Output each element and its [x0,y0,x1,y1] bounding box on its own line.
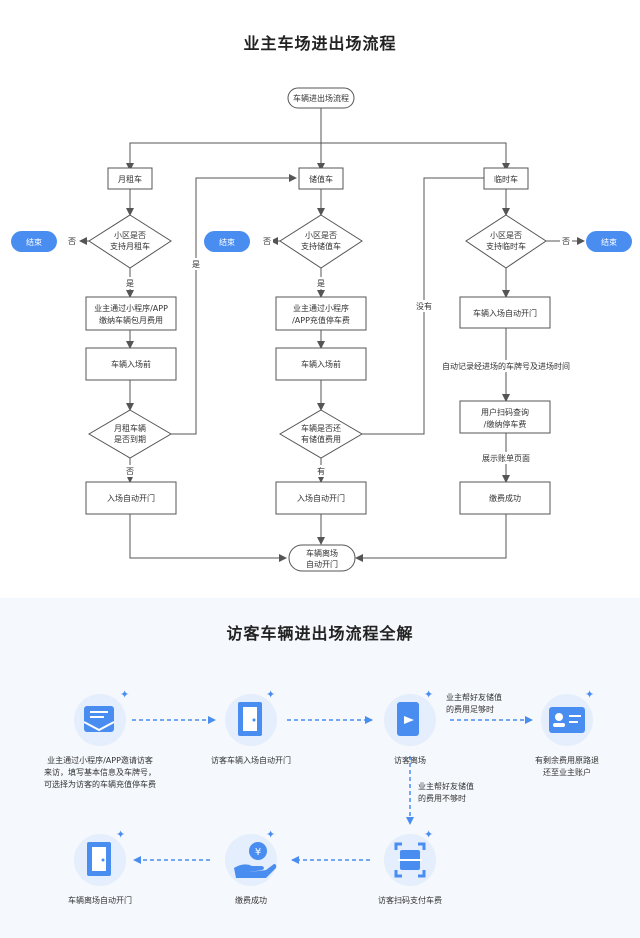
monthly-support-diamond [88,214,172,269]
temp-open-box [459,296,551,329]
monthly-pay-line1: 业主通过小程序/APP [94,303,168,313]
temp-scan-box [459,400,551,434]
exit-line2: 自动开门 [306,559,338,569]
stored-no-label: 否 [263,237,271,246]
monthly-type-box [107,167,153,190]
stored-end-label: 结束 [219,237,235,247]
svg-text:✦: ✦ [266,688,275,701]
temp-scan-line1: 用户扫码查询 [481,407,529,417]
temp-type-label: 临时车 [494,174,518,184]
temp-record-label: 自动记录经进场的车牌号及进场时间 [442,361,570,371]
stored-open-box [275,481,367,515]
visitor-flow-section: 访客车辆进出场流程全解 ✦ [0,598,640,938]
temp-no-label: 否 [562,237,570,246]
svg-text:¥: ¥ [255,847,261,858]
monthly-expire-diamond [88,409,172,459]
svg-text:✦: ✦ [424,828,433,841]
phone-exit-icon: ✦ [384,688,436,746]
temp-scan-line2: /缴纳停车费 [484,419,527,429]
stored-support-diamond [279,214,363,269]
owner-flowchart: 否 是 是 否 否 是 没有 有 否 自动记录经进场的车牌号及进场时间 展示账单… [11,87,632,572]
monthly-end-label: 结束 [26,237,42,247]
monthly-enter-box [85,347,177,381]
door-exit-icon: ✦ [74,828,126,886]
monthly-expire-q2: 是否到期 [114,435,146,444]
enter-label: 访客车辆入场自动开门 [211,756,291,765]
stored-balance-yes-label: 有 [317,466,325,476]
monthly-pay-line2: 缴纳车辆包月费用 [99,315,163,325]
svg-text:✦: ✦ [120,688,129,701]
stored-enter-label: 车辆入场前 [301,359,341,369]
scan-icon: ✦ [384,828,436,886]
stored-enter-box [275,347,367,381]
owner-flow-title: 业主车场进出场流程 [243,34,397,53]
stored-support-q2: 支持储值车 [301,241,341,251]
temp-end-label: 结束 [601,237,617,247]
stored-balance-diamond [279,409,363,459]
stored-yes-label: 是 [317,279,325,288]
temp-support-q1: 小区是否 [490,231,522,240]
monthly-expire-q1: 月租车辆 [114,423,146,433]
visitor-flowchart: ✦ ✦ ✦ ✦ [74,688,594,886]
stored-type-box [298,167,344,190]
visitor-flow-title: 访客车辆进出场流程全解 [226,624,414,643]
monthly-end-pill [11,231,57,252]
stored-pay-line1: 业主通过小程序 [293,303,349,313]
temp-bill-label: 展示账单页面 [482,453,530,463]
enough-label: 业主帮好友储值 的费用足够时 [446,693,502,714]
id-card-icon: ✦ [541,688,594,746]
temp-end-pill [586,231,632,252]
temp-paid-label: 缴费成功 [489,493,521,503]
monthly-support-q2: 支持月租车 [110,241,150,251]
exit-line1: 车辆离场 [306,548,338,558]
stored-balance-q2: 有储值费用 [301,434,341,444]
owner-flow-section: 业主车场进出场流程 [11,34,632,572]
svg-text:✦: ✦ [424,688,433,701]
not-enough-label: 业主帮好友储值 的费用不够时 [418,782,474,803]
temp-support-diamond [465,214,547,269]
money-hand-icon: ¥ ✦ [225,828,277,886]
monthly-type-label: 月租车 [118,174,142,184]
scanpay-label: 访客扫码支付车费 [378,896,442,905]
monthly-expired-yes-label: 是 [192,260,200,269]
exit-node [288,544,356,572]
temp-type-box [483,167,529,190]
stored-open-label: 入场自动开门 [297,493,345,503]
start-node [287,87,355,109]
monthly-open-label: 入场自动开门 [107,493,155,503]
monthly-no-label: 否 [68,237,76,246]
invite-label: 业主通过小程序/APP邀请访客 来访，填写基本信息及车牌号， 可选择为访客的车辆… [44,756,156,789]
monthly-support-q1: 小区是否 [114,231,146,240]
monthly-yes-label: 是 [126,279,134,288]
leave-label: 访客离场 [394,756,426,765]
refund-label: 有剩余费用原路退 还至业主账户 [535,756,599,777]
temp-paid-box [459,481,551,515]
monthly-expired-no-label: 否 [126,467,134,476]
paid-label: 缴费成功 [235,896,267,905]
stored-end-pill [204,231,250,252]
start-node-label: 车辆进出场流程 [293,93,349,103]
monthly-pay-box [85,296,177,331]
stored-type-label: 储值车 [309,174,333,184]
monthly-open-box [85,481,177,515]
temp-support-q2: 支持临时车 [486,241,526,251]
svg-text:✦: ✦ [116,828,125,841]
svg-text:✦: ✦ [266,828,275,841]
monthly-enter-label: 车辆入场前 [111,359,151,369]
svg-text:✦: ✦ [585,688,594,701]
stored-pay-box [275,296,367,331]
door-icon: ✦ [225,688,277,746]
stored-pay-line2: /APP充值停车费 [292,315,350,325]
exit-label: 车辆离场自动开门 [68,896,132,905]
mail-icon: ✦ [74,688,129,746]
stored-balance-q1: 车辆是否还 [301,423,341,433]
stored-support-q1: 小区是否 [305,231,337,240]
stored-balance-none-label: 没有 [416,301,432,311]
temp-open-label: 车辆入场自动开门 [473,308,537,318]
